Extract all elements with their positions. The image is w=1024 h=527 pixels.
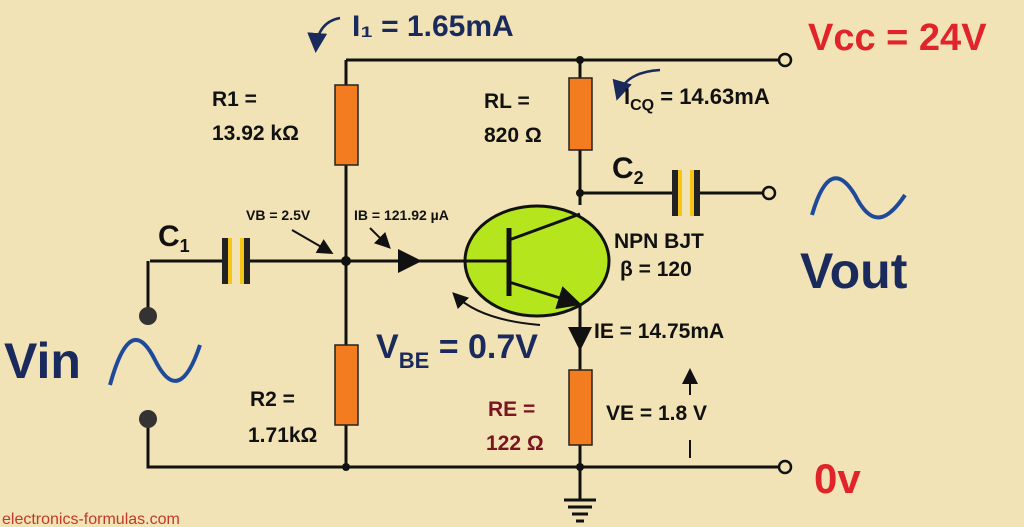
vin-sine-icon bbox=[108, 338, 202, 386]
npn-transistor-icon bbox=[463, 204, 611, 318]
r2-label-name: R2 = bbox=[250, 388, 295, 411]
resistor-r1 bbox=[334, 84, 359, 166]
ground-node bbox=[576, 463, 584, 471]
transistor-type: NPN BJT bbox=[614, 230, 704, 253]
ib-label: IB = 121.92 µA bbox=[354, 207, 449, 223]
vin-terminal-top bbox=[139, 307, 157, 325]
vcc-terminal bbox=[777, 52, 793, 68]
collector-node bbox=[576, 189, 584, 197]
i1-label: I₁ = 1.65mA bbox=[352, 10, 514, 43]
vbe-label: VBE = 0.7V bbox=[376, 328, 538, 373]
capacitor-c2 bbox=[672, 170, 700, 216]
vbe-arrow-icon bbox=[452, 292, 541, 326]
ground-node bbox=[342, 463, 350, 471]
icq-arrow-icon bbox=[612, 68, 661, 101]
resistor-rl bbox=[568, 77, 593, 151]
vout-label: Vout bbox=[800, 243, 908, 299]
r1-label-name: R1 = bbox=[212, 88, 257, 111]
ie-label: IE = 14.75mA bbox=[594, 320, 724, 343]
i1-arrow-icon bbox=[307, 16, 341, 53]
vin-terminal-bottom bbox=[139, 410, 157, 428]
ib-pointer-icon bbox=[369, 227, 391, 249]
rl-label-name: RL = bbox=[484, 90, 530, 113]
icq-label: ICQ = 14.63mA bbox=[624, 84, 770, 114]
transistor-beta: β = 120 bbox=[620, 258, 692, 281]
re-label-name: RE = bbox=[488, 398, 535, 421]
watermark: electronics-formulas.com bbox=[2, 511, 180, 527]
vcc-label: Vcc = 24V bbox=[808, 17, 987, 59]
ve-label: VE = 1.8 V bbox=[606, 402, 707, 425]
ground-terminal bbox=[777, 459, 793, 475]
c1-label: C1 bbox=[158, 220, 190, 256]
resistor-re bbox=[568, 369, 593, 446]
ground-label: 0v bbox=[814, 455, 861, 502]
resistor-r2 bbox=[334, 344, 359, 426]
capacitor-c1 bbox=[222, 238, 250, 284]
vcc-node bbox=[576, 56, 584, 64]
vb-label: VB = 2.5V bbox=[246, 207, 311, 223]
ground-icon bbox=[564, 498, 596, 523]
rl-value: 820 Ω bbox=[484, 124, 542, 147]
r2-value: 1.71kΩ bbox=[248, 424, 317, 447]
vout-terminal bbox=[761, 185, 777, 201]
vb-pointer-icon bbox=[291, 229, 334, 255]
c2-label: C2 bbox=[612, 152, 644, 188]
vin-label: Vin bbox=[4, 333, 81, 389]
vout-sine-icon bbox=[810, 176, 907, 220]
r1-value: 13.92 kΩ bbox=[212, 122, 299, 145]
re-value: 122 Ω bbox=[486, 432, 544, 455]
base-node bbox=[341, 256, 351, 266]
